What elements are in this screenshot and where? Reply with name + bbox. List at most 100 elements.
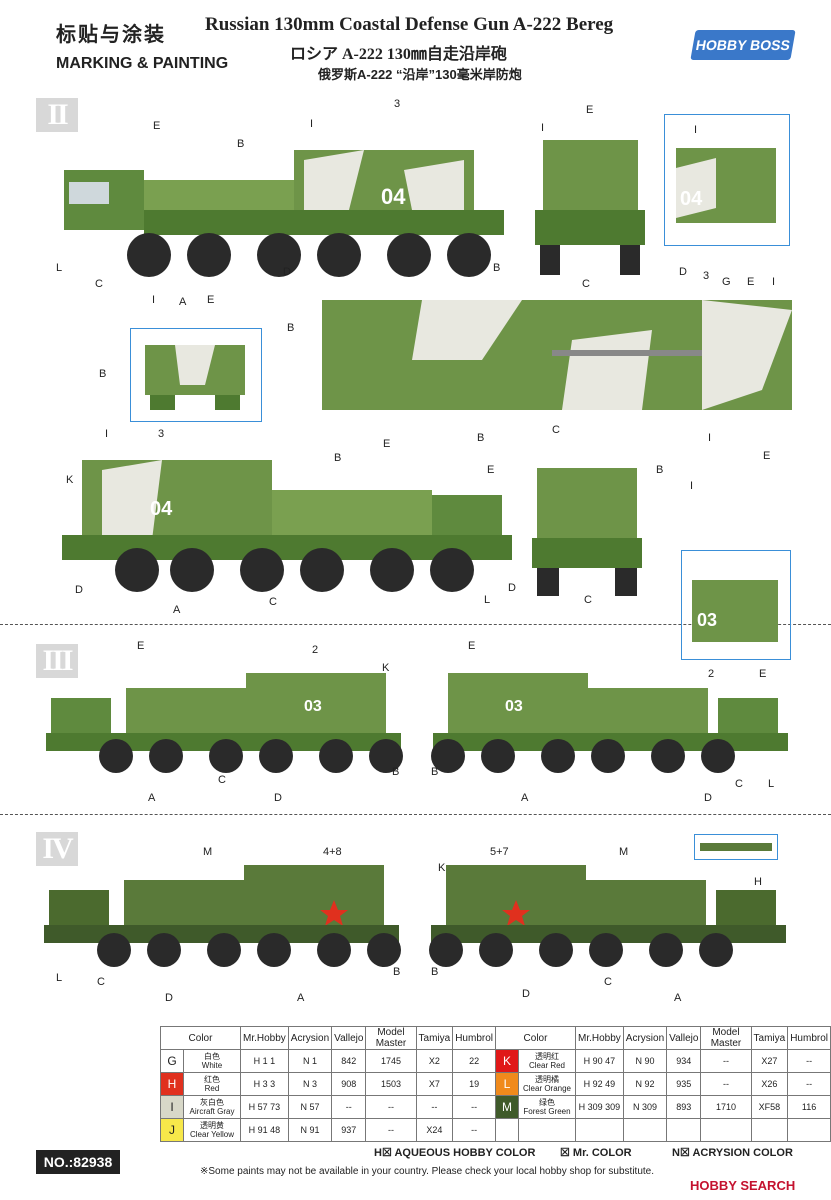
empty-cell [750, 1118, 789, 1142]
vehicle-top-view [322, 300, 792, 410]
label-e: E [759, 668, 767, 680]
label-e: E [383, 438, 391, 450]
label-e: E [586, 104, 594, 116]
header-tamiya: Tamiya [415, 1026, 454, 1050]
label-i: I [690, 480, 694, 492]
label-3: 3 [158, 428, 165, 440]
header-humbrol: Humbrol [787, 1026, 831, 1050]
color-name-en: Clear Yellow [189, 1130, 235, 1139]
color-swatch-l: L [495, 1072, 519, 1096]
product-title-cn: 俄罗斯A-222 “沿岸”130毫米岸防炮 [318, 67, 522, 82]
empty-cell [666, 1118, 702, 1142]
paint-code-vallejo: -- [331, 1095, 367, 1119]
color-name-en: Clear Red [528, 1061, 565, 1070]
section-divider [0, 624, 831, 625]
turret-rear-detail-3 [692, 580, 778, 642]
vehicle-rear-view [532, 468, 642, 596]
paint-code-model-master: 1745 [365, 1049, 417, 1073]
label-e: E [747, 276, 755, 288]
empty-cell [575, 1118, 624, 1142]
label-e: E [487, 464, 495, 476]
empty-cell [518, 1118, 576, 1142]
paint-code-vallejo: 935 [666, 1072, 702, 1096]
header-mrhobby: Mr.Hobby [575, 1026, 624, 1050]
legend-mr-color: ☒ Mr. COLOR [560, 1147, 632, 1159]
footnote: ※Some paints may not be available in you… [200, 1166, 654, 1177]
label-l: L [768, 778, 775, 790]
label-d: D [704, 792, 712, 804]
label-k: K [66, 474, 74, 486]
label-c: C [218, 774, 226, 786]
watermark: HOBBY SEARCH [690, 1178, 796, 1193]
empty-cell [700, 1118, 752, 1142]
header-color: Color [495, 1026, 576, 1050]
paint-code-model-master: -- [700, 1049, 752, 1073]
product-title-jp: ロシア A-222 130㎜自走沿岸砲 [290, 46, 507, 63]
paint-code-humbrol: 116 [787, 1095, 831, 1119]
label-b: B [431, 966, 439, 978]
color-name-en: Clear Orange [522, 1084, 572, 1093]
vehicle-side-view-5 [44, 865, 401, 967]
header-zh-title: 标贴与涂装 [56, 24, 166, 46]
header-left: 标贴与涂装 MARKING & PAINTING [56, 18, 228, 73]
header-model-master: Model Master [700, 1026, 752, 1050]
paint-code-humbrol: 19 [452, 1072, 496, 1096]
label-b: B [656, 464, 664, 476]
label-m: M [203, 846, 213, 858]
section-iii-marker: III [36, 644, 78, 678]
color-swatch-h: H [160, 1072, 184, 1096]
label-e: E [137, 640, 145, 652]
label-a: A [179, 296, 187, 308]
paint-code-vallejo: 934 [666, 1049, 702, 1073]
header-acrysion: Acrysion [287, 1026, 333, 1050]
vehicle-side-view-4 [431, 673, 788, 773]
header-vallejo: Vallejo [666, 1026, 702, 1050]
label-k: K [382, 662, 390, 674]
color-name-en: White [201, 1061, 223, 1070]
label-5plus7: 5+7 [490, 846, 509, 858]
color-name-zh: 透明红 [535, 1052, 559, 1061]
vehicle-number-04: 04 [150, 498, 173, 520]
label-e: E [207, 294, 215, 306]
paint-code-tamiya: X2 [415, 1049, 454, 1073]
paint-code-acrysion: N 91 [287, 1118, 333, 1142]
paint-code-acrysion: N 90 [622, 1049, 668, 1073]
paint-code-tamiya: X24 [415, 1118, 454, 1142]
color-name-zh: 透明橘 [535, 1075, 559, 1084]
label-m: M [619, 846, 629, 858]
label-d: D [679, 266, 687, 278]
label-d: D [75, 584, 83, 596]
label-a: A [297, 992, 305, 1004]
paint-code-humbrol: 22 [452, 1049, 496, 1073]
color-swatch-i: I [160, 1095, 184, 1119]
header-model-master: Model Master [365, 1026, 417, 1050]
label-a: A [674, 992, 682, 1004]
paint-code-humbrol: -- [452, 1118, 496, 1142]
color-swatch-j: J [160, 1118, 184, 1142]
color-name-en: Forest Green [523, 1107, 571, 1116]
paint-code-vallejo: 908 [331, 1072, 367, 1096]
paint-code-mrhobby: H 92 49 [575, 1072, 624, 1096]
label-i: I [105, 428, 109, 440]
paint-code-vallejo: 893 [666, 1095, 702, 1119]
paint-code-acrysion: N 1 [287, 1049, 333, 1073]
label-a: A [148, 792, 156, 804]
section-divider [0, 814, 831, 815]
label-l: L [56, 972, 63, 984]
paint-code-tamiya: X7 [415, 1072, 454, 1096]
label-4plus8: 4+8 [323, 846, 342, 858]
color-name-en: Red [204, 1084, 220, 1093]
paint-code-mrhobby: H 1 1 [240, 1049, 289, 1073]
label-d: D [283, 266, 291, 278]
paint-code-humbrol: -- [787, 1072, 831, 1096]
vehicle-side-view-6 [429, 865, 786, 967]
legend-aqueous: H☒ AQUEOUS HOBBY COLOR [374, 1147, 536, 1159]
vehicle-side-view-1 [64, 150, 504, 277]
turret-rear-detail [676, 148, 776, 223]
detail-box-section-iii [681, 550, 791, 660]
vehicle-side-view-2 [62, 460, 512, 592]
color-name-zh: 白色 [204, 1052, 220, 1061]
